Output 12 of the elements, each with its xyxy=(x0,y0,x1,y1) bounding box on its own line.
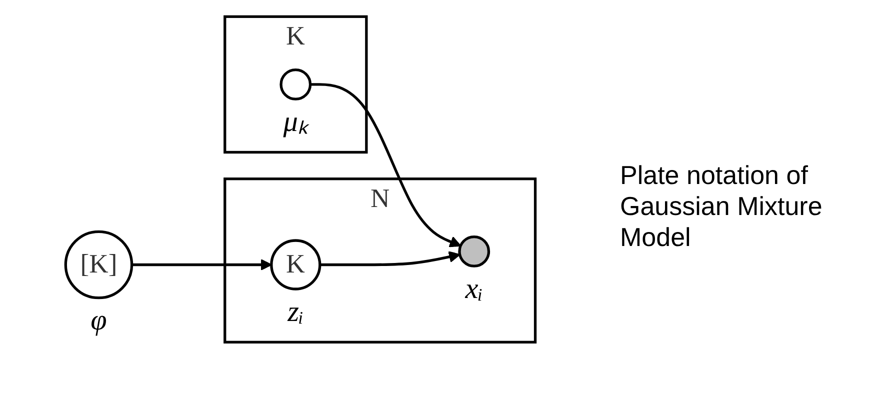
node-circle xyxy=(279,68,312,100)
arrow xyxy=(319,251,460,266)
caption: Plate notation of Gaussian Mixture Model xyxy=(620,160,824,252)
variable-label: μₖ xyxy=(282,106,308,138)
variable-label: φ xyxy=(90,304,106,337)
variable-label: zᵢ xyxy=(287,296,304,328)
node-circle: [K] xyxy=(64,230,133,300)
variable-label: xᵢ xyxy=(464,273,482,305)
arrow xyxy=(131,258,272,271)
node-circle xyxy=(458,236,490,268)
node-circle: K xyxy=(270,239,321,290)
arrow xyxy=(310,83,461,248)
